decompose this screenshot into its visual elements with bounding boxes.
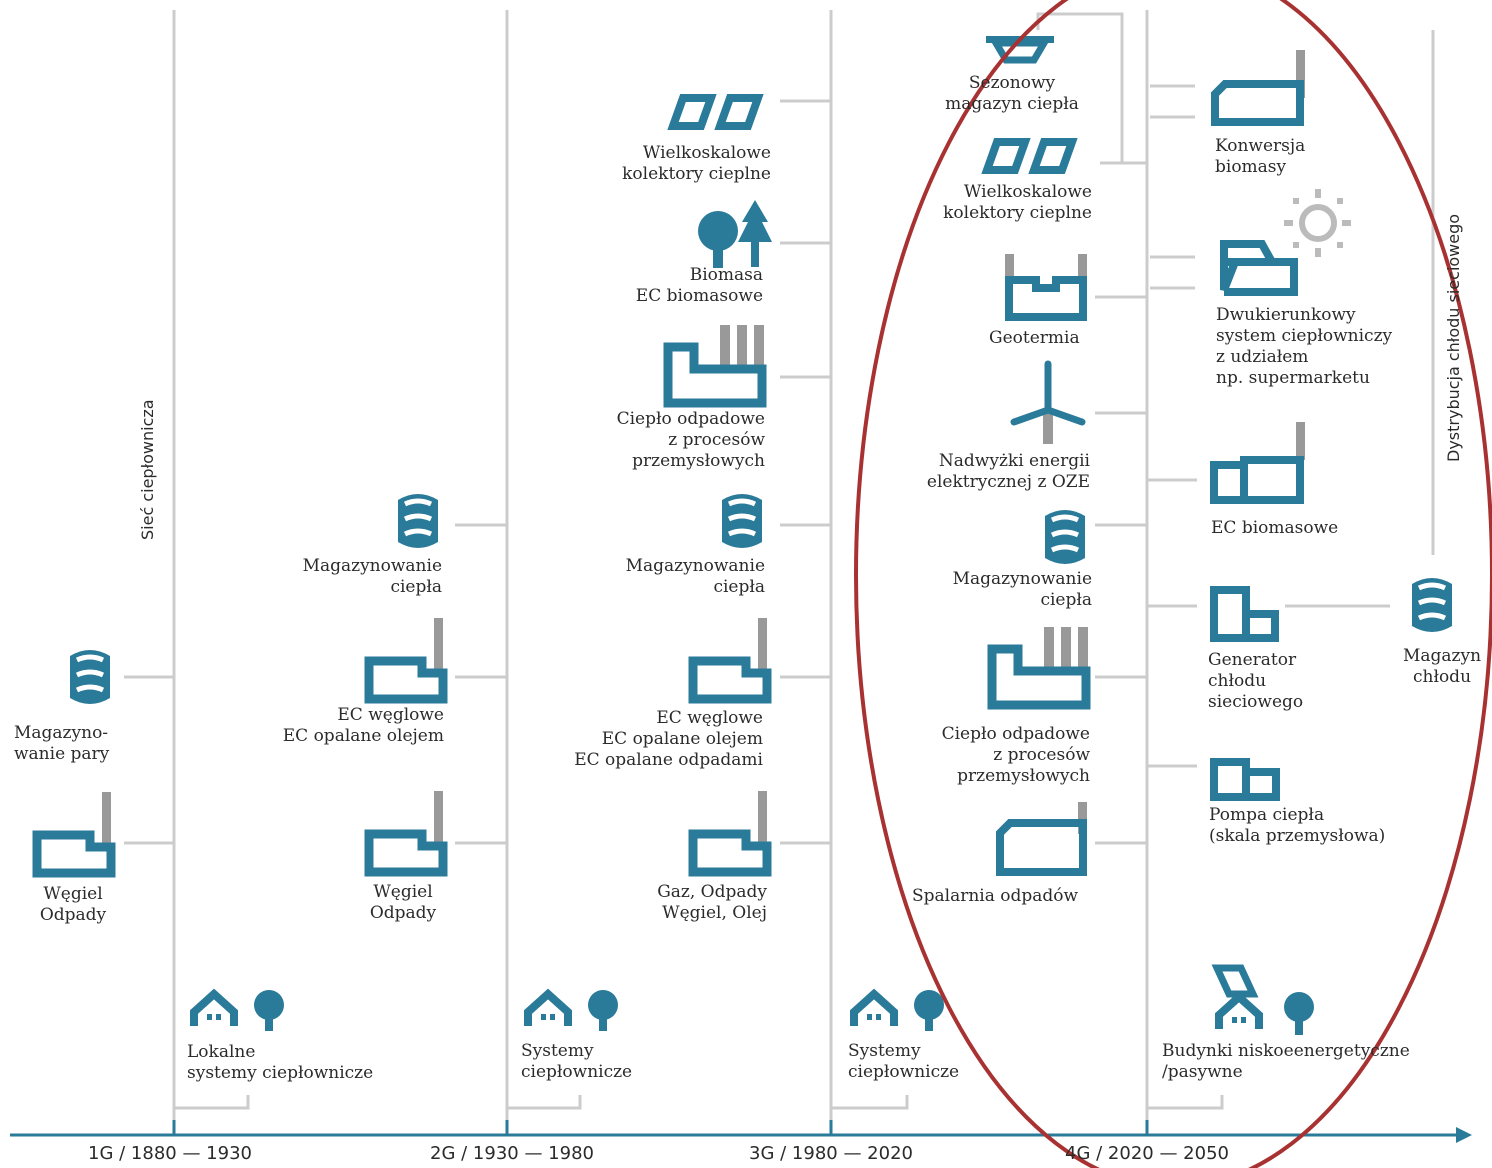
cold-storage-label: Magazyn chłodu xyxy=(1402,646,1482,687)
connector-lines xyxy=(124,10,1435,1120)
local-systems-label: Lokalne systemy ciepłownicze xyxy=(187,1042,374,1083)
fuels-label: Gaz, Odpady Węgiel, Olej xyxy=(657,882,767,923)
cold-storage-icon xyxy=(1412,578,1452,632)
heat-storage-label: Magazynowanie ciepła xyxy=(302,556,442,597)
steam-storage-icon xyxy=(70,650,110,704)
heat-storage-label: Magazynowanie ciepła xyxy=(625,556,765,597)
low-energy-buildings-label: Budynki niskoeenergetyczne /pasywne xyxy=(1162,1041,1410,1082)
heat-pump-icon xyxy=(1210,758,1280,801)
chp-label: EC węglowe EC opalane olejem xyxy=(282,705,444,746)
highlight-ellipse xyxy=(854,0,1492,1168)
timeline-arrowhead xyxy=(1456,1127,1472,1143)
bidirectional-label: Dwukierunkowy system ciepłowniczy z udzi… xyxy=(1216,305,1393,388)
axis-label-1g: 1G / 1880 — 1930 xyxy=(88,1143,252,1164)
steam-storage-label: Magazyno- wanie pary xyxy=(14,723,110,764)
wind-turbine-icon xyxy=(1010,360,1086,444)
axis-label-2g: 2G / 1930 — 1980 xyxy=(430,1143,594,1164)
cold-generator-label: Generator chłodu sieciowego xyxy=(1208,650,1304,712)
geothermal-label: Geotermia xyxy=(989,328,1080,348)
systems-label: Systemy ciepłownicze xyxy=(521,1041,633,1082)
factory-icon xyxy=(992,627,1088,705)
factory-icon xyxy=(668,325,764,403)
chp-plant-icon xyxy=(693,618,767,699)
solar-collector-icon xyxy=(673,98,758,126)
biomass-tree-icon xyxy=(698,200,772,268)
collectors-label: Wielkoskalowe kolektory cieplne xyxy=(943,182,1092,223)
cold-generator-icon xyxy=(1210,586,1279,642)
chp-plant-icon xyxy=(369,618,443,699)
supermarket-icon xyxy=(1220,240,1298,296)
coal-label: Węgiel Odpady xyxy=(39,884,107,925)
cooling-distribution-label: Dystrybucja chłodu sieciowego xyxy=(1444,213,1463,462)
coal-plant-icon xyxy=(37,792,111,873)
geothermal-icon xyxy=(1005,254,1087,321)
collectors-label: Wielkoskalowe kolektory cieplne xyxy=(622,143,771,184)
sun-icon xyxy=(1284,189,1351,257)
heat-storage-icon xyxy=(1045,510,1085,564)
axis-label-4g: 4G / 2020 — 2050 xyxy=(1065,1143,1229,1164)
systems-label: Systemy ciepłownicze xyxy=(848,1041,960,1082)
network-label: Sieć ciepłownicza xyxy=(138,399,157,540)
waste-heat-label: Ciepło odpadowe z procesów przemysłowych xyxy=(616,409,765,471)
biomass-conversion-icon xyxy=(1211,50,1305,126)
incinerator-icon xyxy=(996,802,1087,876)
timeline-ticks xyxy=(172,1120,1149,1135)
house-tree-icon xyxy=(854,990,944,1031)
biomass-chp-icon xyxy=(1210,422,1305,504)
surplus-energy-label: Nadwyżki energii elektrycznej z OZE xyxy=(926,451,1090,492)
heat-storage-icon xyxy=(398,494,438,548)
solar-collector-icon xyxy=(987,142,1072,170)
waste-heat-label: Ciepło odpadowe z procesów przemysłowych xyxy=(941,724,1090,786)
heat-storage-label: Magazynowanie ciepła xyxy=(952,569,1092,610)
chp-label: EC węglowe EC opalane olejem EC opalane … xyxy=(574,708,763,770)
coal-label: Węgiel Odpady xyxy=(369,882,437,923)
coal-plant-icon xyxy=(369,791,443,872)
gas-plant-icon xyxy=(693,791,767,872)
passive-house-icon xyxy=(1217,968,1314,1035)
house-tree-icon xyxy=(194,990,284,1031)
biomass-label: Biomasa EC biomasowe xyxy=(635,265,763,306)
biomass-conversion-label: Konwersja biomasy xyxy=(1215,136,1306,177)
heat-pump-label: Pompa ciepła (skala przemysłowa) xyxy=(1209,805,1386,846)
seasonal-storage-label: Sezonowy magazyn ciepła xyxy=(945,73,1079,114)
incinerator-label: Spalarnia odpadów xyxy=(912,886,1079,906)
biomass-chp-label: EC biomasowe xyxy=(1211,518,1339,538)
axis-label-3g: 3G / 1980 — 2020 xyxy=(749,1143,913,1164)
heat-storage-icon xyxy=(722,494,762,548)
house-tree-icon xyxy=(528,990,618,1031)
